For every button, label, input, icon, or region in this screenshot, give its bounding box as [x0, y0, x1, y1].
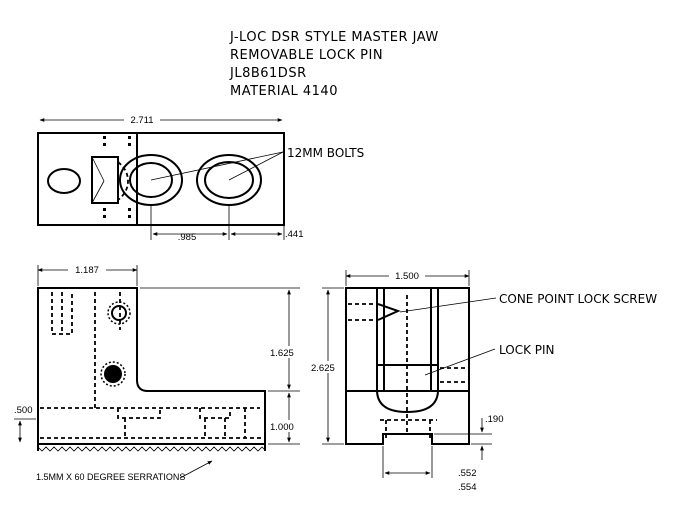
- title-block: J-LOC DSR STYLE MASTER JAW REMOVABLE LOC…: [229, 30, 439, 99]
- lock-screw-top: [107, 301, 131, 325]
- edge-offset-dim: .441: [285, 229, 304, 240]
- base-height-dim: .500: [14, 405, 33, 416]
- side-view: 1.187 1.625 1.000 .500 1.5MM X 60 DEGREE…: [14, 264, 300, 482]
- slot-width-max-dim: .554: [458, 482, 477, 493]
- lock-pin-bore: [376, 365, 439, 414]
- top-view-pin-hole: [47, 168, 81, 194]
- upper-height-dim: 1.625: [270, 348, 294, 359]
- lock-pin-end: [100, 361, 126, 387]
- bolt-callout-label: 12MM BOLTS: [287, 146, 364, 160]
- serration-note: 1.5MM X 60 DEGREE SERRATIONS: [36, 472, 185, 482]
- top-view-hidden-lines: [103, 136, 131, 218]
- top-view-outline: [37, 132, 285, 226]
- pin-callout-label: LOCK PIN: [499, 343, 555, 357]
- lower-height-dim: 1.000: [270, 422, 294, 433]
- screw-callout-label: CONE POINT LOCK SCREW: [499, 292, 657, 306]
- bolt-spacing-dim: .985: [178, 232, 197, 243]
- title-line-4: MATERIAL 4140: [230, 84, 338, 99]
- slot-depth-dim: .190: [485, 414, 504, 425]
- top-width-dim: 2.711: [130, 115, 153, 126]
- top-view-pocket: [91, 156, 119, 204]
- top-view: 12MM BOLTS 2.711 .985 .441: [37, 113, 364, 243]
- slot-width-min-dim: .552: [458, 468, 477, 479]
- title-line-2: REMOVABLE LOCK PIN: [230, 48, 383, 63]
- end-width-dim: 1.500: [395, 271, 419, 282]
- side-view-outline: [37, 287, 266, 445]
- end-view-outline: [345, 287, 470, 445]
- step-width-dim: 1.187: [75, 265, 99, 276]
- serrations: [37, 446, 266, 452]
- end-view: 1.500 2.625 .190 .552 .554 CONE POINT LO…: [309, 269, 657, 493]
- end-height-dim: 2.625: [311, 363, 335, 374]
- title-line-1: J-LOC DSR STYLE MASTER JAW: [229, 30, 439, 45]
- title-line-3: JL8B61DSR: [229, 66, 307, 81]
